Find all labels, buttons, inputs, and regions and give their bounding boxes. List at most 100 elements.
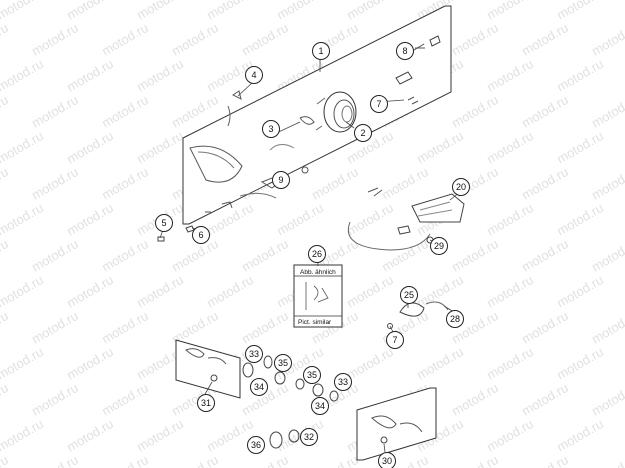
watermark-text: motod.ru	[239, 20, 291, 59]
callout-32[interactable]: 32	[300, 428, 318, 446]
watermark-text: motod.ru	[0, 56, 46, 95]
watermark-text: motod.ru	[0, 272, 46, 311]
watermark-text: motod.ru	[99, 452, 151, 468]
callout-2[interactable]: 2	[354, 124, 372, 142]
watermark-text: motod.ru	[64, 344, 116, 383]
watermark-text: motod.ru	[29, 92, 81, 131]
fairing-and-cable	[348, 187, 465, 329]
watermark-text: motod.ru	[64, 416, 116, 455]
watermark-text: motod.ru	[64, 0, 116, 23]
watermark-text: motod.ru	[484, 0, 536, 23]
watermark-text: motod.ru	[0, 308, 11, 347]
legend-bottom-text: Pict. similar	[298, 319, 332, 326]
callout-3[interactable]: 3	[262, 120, 280, 138]
watermark-text: motod.ru	[134, 0, 186, 23]
watermark-text: motod.ru	[449, 452, 501, 468]
callout-30[interactable]: 30	[378, 452, 396, 468]
watermark-text: motod.ru	[344, 0, 396, 23]
watermark-text: motod.ru	[0, 20, 11, 59]
callout-34-left[interactable]: 34	[250, 378, 268, 396]
watermark-text: motod.ru	[414, 128, 466, 167]
watermark-text: motod.ru	[169, 452, 221, 468]
callout-34-right[interactable]: 34	[311, 397, 329, 415]
watermark-text: motod.ru	[484, 272, 536, 311]
watermark-text: motod.ru	[134, 56, 186, 95]
watermark-text: motod.ru	[344, 272, 396, 311]
watermark-text: motod.ru	[29, 236, 81, 275]
watermark-text: motod.ru	[554, 416, 606, 455]
watermark-text: motod.ru	[449, 20, 501, 59]
watermark-text: motod.ru	[519, 380, 571, 419]
watermark-text: motod.ru	[169, 20, 221, 59]
watermark-text: motod.ru	[64, 128, 116, 167]
callout-4[interactable]: 4	[245, 66, 263, 84]
watermark-text: motod.ru	[309, 164, 361, 203]
watermark-text: motod.ru	[484, 56, 536, 95]
watermark-text: motod.ru	[29, 308, 81, 347]
watermark-text: motod.ru	[589, 308, 625, 347]
watermark-text: motod.ru	[274, 0, 326, 23]
watermark-text: motod.ru	[239, 236, 291, 275]
callout-29[interactable]: 29	[430, 237, 448, 255]
callout-6[interactable]: 6	[192, 226, 210, 244]
watermark-text: motod.ru	[484, 416, 536, 455]
watermark-text: motod.ru	[99, 20, 151, 59]
watermark-text: motod.ru	[414, 344, 466, 383]
bulbs-and-sockets	[242, 355, 339, 449]
watermark-text: motod.ru	[554, 56, 606, 95]
callout-33-left[interactable]: 33	[245, 345, 263, 363]
watermark-text: motod.ru	[519, 308, 571, 347]
watermark-text: motod.ru	[589, 452, 625, 468]
watermark-text: motod.ru	[0, 416, 46, 455]
watermark-text: motod.ru	[554, 200, 606, 239]
watermark-text: motod.ru	[344, 344, 396, 383]
watermark-text: motod.ru	[0, 0, 46, 23]
watermark-text: motod.ru	[0, 380, 11, 419]
watermark-text: motod.ru	[554, 128, 606, 167]
callout-7-upper[interactable]: 7	[370, 95, 388, 113]
watermark-text: motod.ru	[239, 308, 291, 347]
watermark-text: motod.ru	[99, 308, 151, 347]
callout-1[interactable]: 1	[312, 42, 330, 60]
watermark-text: motod.ru	[449, 92, 501, 131]
watermark-text: motod.ru	[0, 92, 11, 131]
callout-5[interactable]: 5	[155, 214, 173, 232]
watermark-text: motod.ru	[554, 272, 606, 311]
panel-31	[175, 339, 241, 399]
legend-box: Abb. ähnlich Pict. similar	[293, 264, 343, 328]
watermark-text: motod.ru	[0, 236, 11, 275]
panel-30	[356, 387, 437, 461]
watermark-text: motod.ru	[239, 452, 291, 468]
watermark-text: motod.ru	[589, 164, 625, 203]
callout-33-right[interactable]: 33	[334, 373, 352, 391]
watermark-text: motod.ru	[99, 92, 151, 131]
watermark-text: motod.ru	[64, 200, 116, 239]
watermark-text: motod.ru	[519, 92, 571, 131]
callout-31[interactable]: 31	[197, 394, 215, 412]
watermark-text: motod.ru	[0, 344, 46, 383]
watermark-text: motod.ru	[0, 128, 46, 167]
watermark-text: motod.ru	[554, 0, 606, 23]
watermark-text: motod.ru	[554, 344, 606, 383]
callout-35-left[interactable]: 35	[274, 354, 292, 372]
callout-36[interactable]: 36	[247, 436, 265, 454]
callout-26[interactable]: 26	[308, 245, 326, 263]
callout-7-lower[interactable]: 7	[386, 331, 404, 349]
watermark-text: motod.ru	[449, 380, 501, 419]
watermark-text: motod.ru	[484, 200, 536, 239]
watermark-text: motod.ru	[449, 236, 501, 275]
watermark-text: motod.ru	[589, 92, 625, 131]
callout-8[interactable]: 8	[396, 42, 414, 60]
watermark-text: motod.ru	[379, 164, 431, 203]
watermark-text: motod.ru	[414, 272, 466, 311]
callout-9[interactable]: 9	[272, 171, 290, 189]
watermark-text: motod.ru	[29, 452, 81, 468]
watermark-text: motod.ru	[99, 236, 151, 275]
callout-28[interactable]: 28	[446, 310, 464, 328]
watermark-text: motod.ru	[274, 200, 326, 239]
callout-25[interactable]: 25	[400, 286, 418, 304]
watermark-text: motod.ru	[484, 344, 536, 383]
callout-35-right[interactable]: 35	[303, 366, 321, 384]
callout-20[interactable]: 20	[452, 178, 470, 196]
